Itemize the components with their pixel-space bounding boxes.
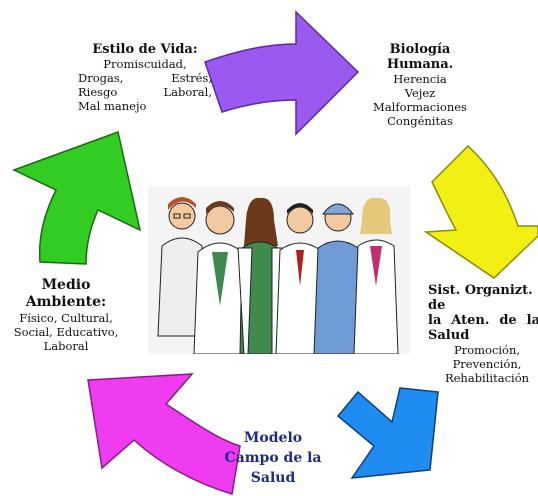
- sistema-heading-1: Sist. Organizt. de: [428, 283, 533, 313]
- estilo-line-3: Riesgo Laboral,: [78, 85, 212, 99]
- biologia-item: Herencia: [393, 72, 447, 86]
- modelo-line-2: Campo de la: [224, 450, 322, 466]
- medio-line-1: Físico, Cultural,: [19, 311, 113, 325]
- green-arrow: [12, 131, 142, 265]
- medio-ambiente-block: Medio Ambiente: Físico, Cultural, Social…: [4, 277, 128, 353]
- medio-line-2: Social, Educativo,: [13, 325, 119, 339]
- estilo-de-vida-block: Estilo de Vida: Promiscuidad, Drogas, Es…: [78, 42, 212, 113]
- biologia-humana-block: Biología Humana. Herencia Vejez Malforma…: [360, 42, 480, 128]
- estilo-de-vida-heading: Estilo de Vida:: [92, 42, 198, 57]
- modelo-campo-salud-title: Modelo Campo de la Salud: [218, 428, 328, 488]
- healthcare-team-icon: [157, 197, 399, 355]
- estilo-line-1: Promiscuidad,: [103, 57, 187, 71]
- sistema-item: Promoción,: [453, 343, 521, 357]
- sistema-atencion-block: Sist. Organizt. de la Aten. de la Salud …: [428, 283, 538, 385]
- medio-heading-1: Medio: [41, 277, 91, 293]
- medio-line-3: Laboral: [43, 339, 89, 353]
- healthcare-team-illustration: [148, 186, 410, 355]
- biologia-heading-1: Biología: [389, 42, 451, 57]
- modelo-line-1: Modelo: [243, 430, 303, 446]
- biologia-item: Vejez: [404, 86, 436, 100]
- sistema-item: Prevención,: [452, 357, 522, 371]
- magenta-arrow: [87, 373, 241, 495]
- estilo-line-2: Drogas, Estrés,: [78, 71, 212, 85]
- purple-arrow: [204, 10, 360, 136]
- sistema-heading-2: la Aten. de la: [428, 313, 538, 328]
- sistema-heading-3: Salud: [428, 328, 470, 343]
- modelo-line-3: Salud: [250, 470, 296, 486]
- medio-heading-2: Ambiente:: [25, 294, 107, 310]
- yellow-arrow: [423, 144, 538, 279]
- sistema-item: Rehabilitación: [444, 371, 530, 385]
- blue-arrow: [336, 387, 439, 479]
- biologia-item: Congénitas: [387, 114, 453, 128]
- biologia-item: Malformaciones: [373, 100, 467, 114]
- estilo-line-4: Mal manejo: [78, 99, 147, 113]
- biologia-heading-2: Humana.: [386, 57, 454, 72]
